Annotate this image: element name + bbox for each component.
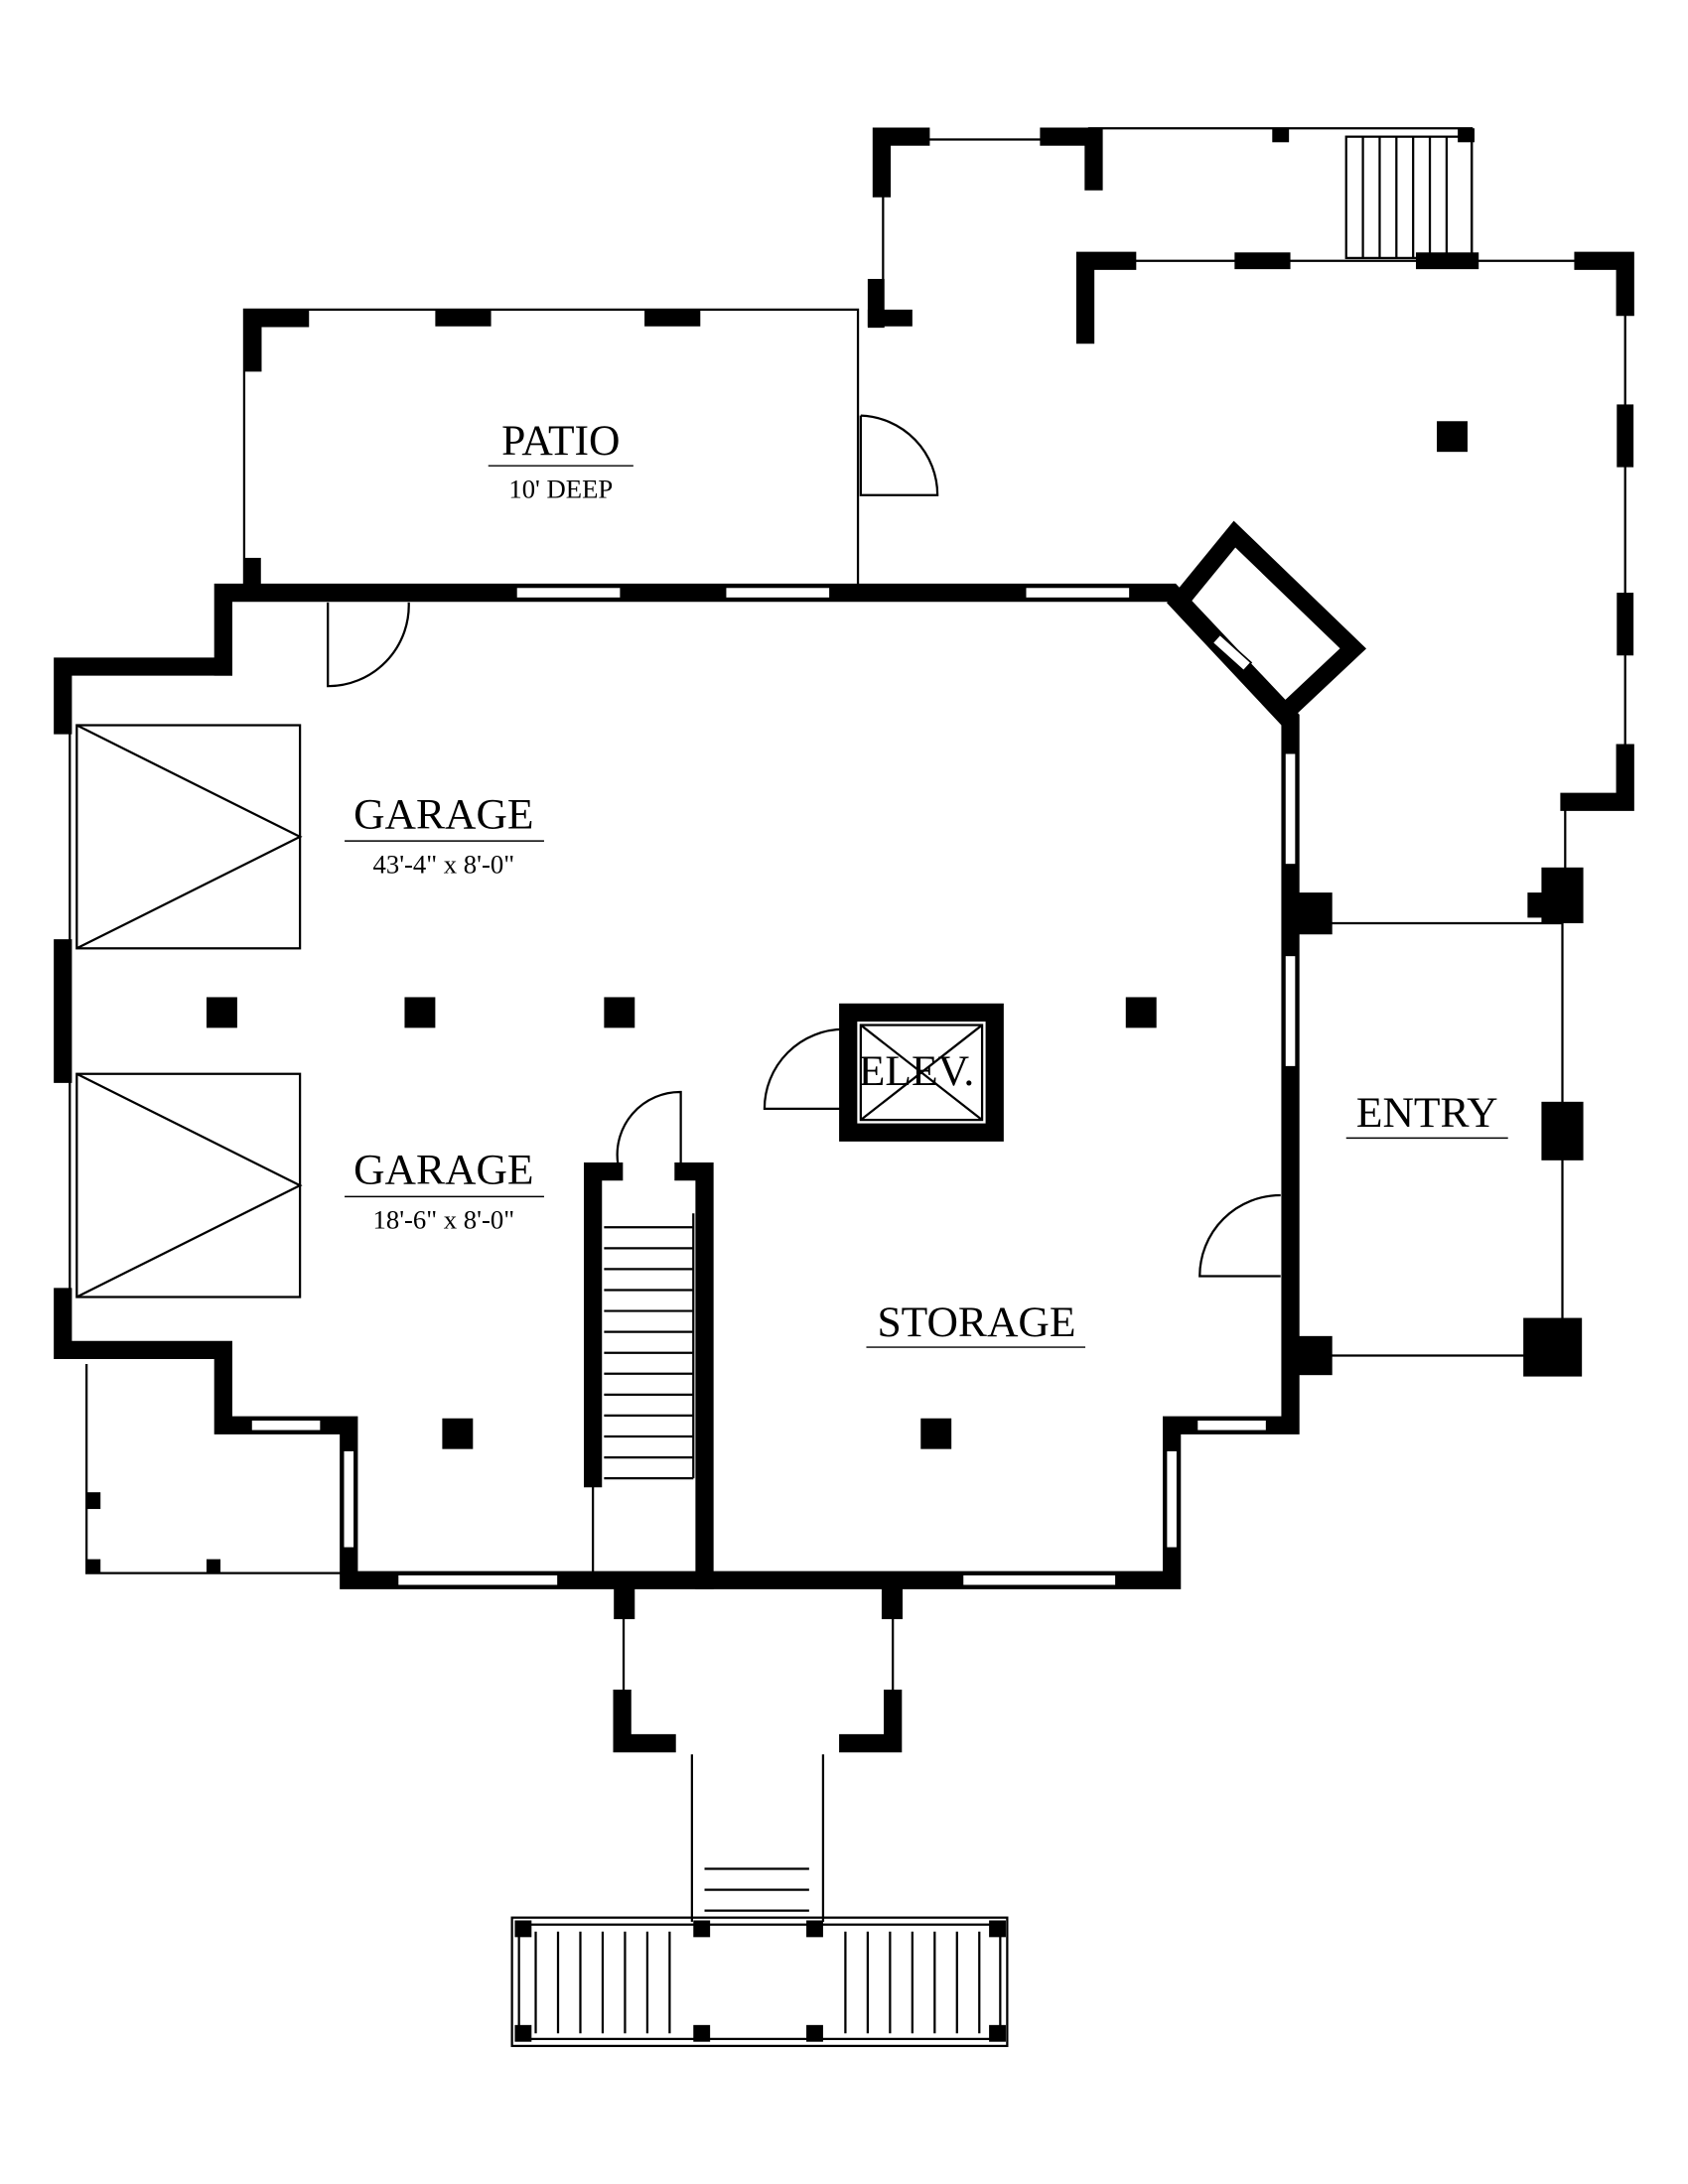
patio-size: 10' DEEP xyxy=(508,475,613,504)
room-label-entry: ENTRY xyxy=(1345,1089,1508,1140)
side-porch xyxy=(85,1363,343,1574)
garage-2-name: GARAGE xyxy=(353,1147,533,1194)
entry xyxy=(1297,867,1584,1377)
patio xyxy=(242,278,913,588)
patio-name: PATIO xyxy=(501,417,620,465)
front-porch xyxy=(510,1579,1009,2048)
stairs-upper xyxy=(1344,135,1474,260)
interior-stair xyxy=(583,1161,714,1589)
garage-1-size: 43'-4" x 8'-0" xyxy=(373,849,515,879)
windows xyxy=(250,586,1298,1587)
angled-chase xyxy=(1167,520,1367,728)
columns xyxy=(206,997,1157,1449)
storage-name: STORAGE xyxy=(877,1298,1075,1346)
room-label-storage: STORAGE xyxy=(866,1298,1086,1348)
doors[interactable] xyxy=(327,414,1281,1278)
room-label-garage-2: GARAGE 18'-6" x 8'-0" xyxy=(345,1147,544,1235)
garage-2-size: 18'-6" x 8'-0" xyxy=(373,1205,515,1235)
front-steps[interactable] xyxy=(510,1916,1009,2048)
room-label-patio: PATIO 10' DEEP xyxy=(488,417,633,504)
elevator-shaft xyxy=(839,1003,1004,1142)
upper-porch xyxy=(872,127,1634,880)
garage-1-name: GARAGE xyxy=(353,790,533,838)
elevator-label: ELEV. xyxy=(859,1047,975,1095)
garage-doors[interactable] xyxy=(69,724,303,1298)
exterior-walls xyxy=(54,583,1300,1589)
entry-name: ENTRY xyxy=(1356,1089,1498,1137)
room-label-garage-1: GARAGE 43'-4" x 8'-0" xyxy=(345,790,544,879)
